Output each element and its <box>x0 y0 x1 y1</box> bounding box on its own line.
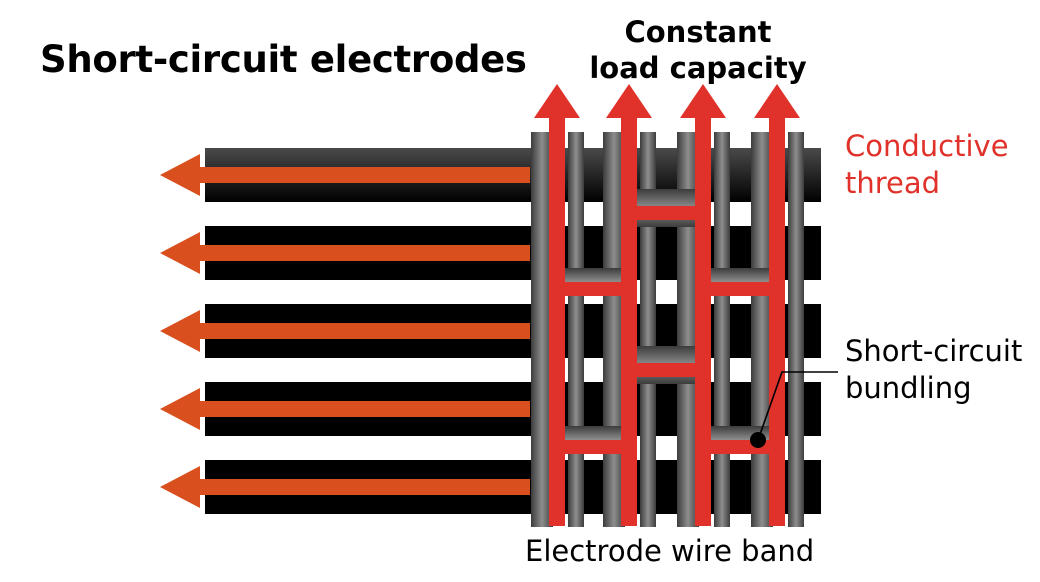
lead-arrow <box>160 466 530 508</box>
up-arrow-head <box>754 84 800 118</box>
bundling-bridge <box>621 363 711 377</box>
bundling-leader <box>750 371 838 448</box>
bundling-bridge <box>549 282 637 296</box>
conductive-thread <box>549 112 565 526</box>
lead-arrow <box>160 232 530 274</box>
up-arrow-head <box>680 84 726 118</box>
diagram-title: Short-circuit electrodes <box>40 38 527 81</box>
up-arrow-head <box>534 84 580 118</box>
bundling-marker <box>750 432 766 448</box>
lead-arrow <box>160 388 530 430</box>
bundling-bridge <box>695 440 785 454</box>
constant-load-capacity-label: Constant load capacity <box>588 14 808 86</box>
thread-label-line1: Conductive <box>845 129 1009 163</box>
lead-arrows <box>160 154 530 508</box>
bundling-bridge <box>549 440 637 454</box>
electrode-wire-band-label: Electrode wire band <box>525 534 815 568</box>
conductive-thread <box>695 112 711 526</box>
conductive-thread <box>769 112 785 526</box>
bundling-bridge <box>621 206 711 220</box>
thread-label-line2: thread <box>845 166 941 200</box>
up-arrow-head <box>606 84 652 118</box>
conductive-threads <box>534 84 800 526</box>
lead-arrow <box>160 154 530 196</box>
top-label-line1: Constant <box>624 15 772 49</box>
conductive-thread <box>621 112 637 526</box>
bundling-bridge <box>695 282 785 296</box>
top-label-line2: load capacity <box>589 51 807 85</box>
bundling-label-line1: Short-circuit <box>845 334 1023 368</box>
conductive-thread-label: Conductive thread <box>845 128 1009 202</box>
lead-arrow <box>160 310 530 352</box>
bundling-label-line2: bundling <box>845 371 972 405</box>
short-circuit-bundling-label: Short-circuit bundling <box>845 333 1022 407</box>
